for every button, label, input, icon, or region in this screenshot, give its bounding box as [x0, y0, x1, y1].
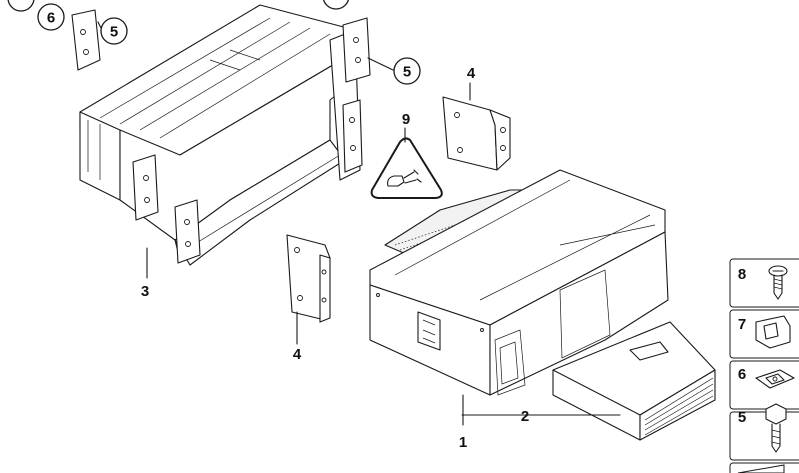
callout-6: 6 [47, 10, 55, 27]
warning-label [370, 137, 443, 199]
callout-4a: 4 [467, 65, 476, 82]
callout-5b: 5 [403, 64, 411, 81]
legend-num-6: 6 [738, 366, 746, 383]
legend-num-5: 5 [738, 409, 746, 426]
cable-clip-icon [755, 315, 791, 349]
legend-num-7: 7 [738, 316, 746, 333]
callout-circle-7-cut [7, 0, 35, 12]
mounting-bracket [71, 4, 371, 266]
callout-circle-5b [393, 57, 421, 85]
callout-circle-6 [37, 3, 65, 31]
callout-2: 2 [521, 408, 529, 425]
spring-nut-icon [755, 369, 795, 389]
callout-9: 9 [402, 111, 410, 128]
callout-3: 3 [141, 283, 149, 300]
callout-circle-cut [322, 0, 350, 10]
cd-changer [369, 169, 669, 396]
leader-lines [97, 21, 621, 426]
callout-5a: 5 [110, 24, 118, 41]
hardware-legend: 8 7 6 5 [729, 258, 799, 473]
side-bracket-lower [286, 234, 331, 323]
legend-num-8: 8 [738, 266, 746, 283]
callout-1: 1 [459, 434, 467, 451]
callout-numbers: 6 5 5 4 9 3 4 2 1 [7, 0, 529, 451]
callout-circle-5a [100, 17, 128, 45]
side-bracket-upper [442, 96, 511, 171]
callout-4b: 4 [293, 346, 302, 363]
screw-icon [768, 265, 788, 300]
cd-magazine [552, 321, 716, 441]
hex-bolt-icon [765, 403, 787, 453]
